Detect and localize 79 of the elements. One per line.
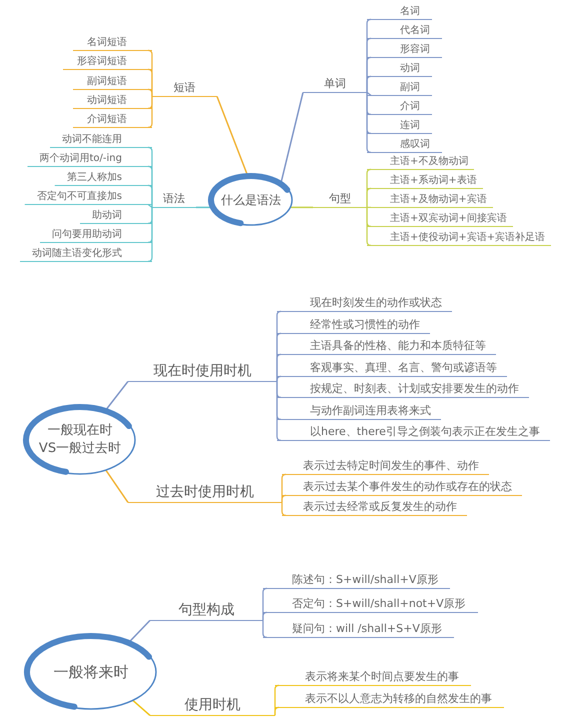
branch-label: 语法 [152, 192, 196, 208]
subtopic-label: 问句要用助动词 [40, 228, 152, 243]
subtopic-label: 动词随主语变化形式 [20, 247, 152, 262]
connector-line [280, 92, 304, 184]
subtopic-label: 否定句不可直接加s [24, 190, 152, 205]
branch-label: 现在时使用时机 [128, 362, 277, 382]
connector-line [290, 206, 313, 208]
subtopic-label: 主语+及物动词+宾语 [367, 193, 493, 208]
topic-ellipse [22, 403, 138, 477]
connector-line [366, 76, 372, 93]
branch-label: 句型构成 [150, 601, 263, 621]
connector-line [148, 206, 153, 262]
subtopic-label: 助动词 [80, 209, 152, 224]
connector-line [105, 470, 129, 503]
connector-line [262, 620, 268, 638]
subtopic-label: 主语具备的性格、能力和本质特征等 [277, 339, 496, 355]
subtopic-label: 形容词短语 [63, 55, 152, 70]
subtopic-label: 两个动词用to/-ing [28, 152, 152, 167]
subtopic-label: 表示过去特定时间发生的事件、动作 [282, 459, 489, 475]
subtopic-label: 第三人称加s [54, 171, 152, 186]
branch-label: 句型 [313, 192, 367, 208]
subtopic-label: 主语+使役动词+宾语+宾语补足语 [367, 231, 552, 246]
connector-line [366, 92, 372, 153]
subtopic-label: 否定句：S+will/shall+not+V原形 [263, 597, 478, 613]
connector-line [216, 96, 248, 176]
subtopic-label: 经常性或习惯性的动作 [277, 318, 430, 334]
subtopic-label: 副词短语 [73, 75, 152, 90]
branch-label: 过去时使用时机 [128, 483, 282, 503]
connector-line [262, 612, 268, 621]
subtopic-label: 客观事实、真理、名言、警句或谚语等 [277, 361, 507, 377]
subtopic-label: 主语+不及物动词 [367, 155, 474, 170]
connector-line [274, 706, 280, 716]
subtopic-label: 主语+双宾动词+间接宾语 [367, 212, 513, 227]
branch-label: 使用时机 [150, 696, 275, 716]
connector-line [148, 184, 153, 208]
connector-line [281, 494, 286, 503]
subtopic-label: 介词短语 [73, 113, 152, 128]
subtopic-label: 表示过去经常或反复发生的动作 [282, 500, 467, 516]
connector-line [276, 376, 282, 382]
connector-line [132, 700, 150, 716]
subtopic-label: 表示不以人意志为转移的自然发生的事 [275, 692, 504, 708]
connector-line [276, 380, 282, 441]
subtopic-label: 名词短语 [73, 36, 152, 51]
connector-line [366, 92, 372, 96]
subtopic-label: 表示过去某个事件发生的动作或存在的状态 [282, 480, 522, 496]
topic-ellipse [23, 632, 159, 712]
subtopic-label: 陈述句：S+will/shall+V原形 [263, 573, 450, 589]
connector-line [148, 96, 153, 128]
subtopic-label: 主语+系动词+表语 [367, 174, 483, 189]
topic-title: 一般现在时 VS一般过去时 [38, 422, 122, 458]
topic-title: 一般将来时 [54, 662, 128, 682]
subtopic-label: 连词 [367, 119, 432, 134]
subtopic-label: 形容词 [367, 43, 442, 58]
branch-label: 短语 [152, 81, 217, 97]
subtopic-label: 动词不能连用 [50, 133, 152, 148]
subtopic-label: 动词 [367, 62, 432, 77]
connector-line [366, 188, 372, 208]
subtopic-label: 代名词 [367, 24, 442, 39]
connector-line [366, 206, 372, 246]
subtopic-label: 感叹词 [367, 138, 442, 153]
subtopic-label: 表示将来某个时间点要发生的事 [275, 670, 471, 686]
subtopic-label: 与动作副词连用表将来式 [277, 404, 441, 420]
connector-line [105, 380, 129, 410]
connector-line [148, 204, 153, 208]
subtopic-label: 介词 [367, 100, 432, 115]
subtopic-label: 动词短语 [73, 94, 152, 109]
connector-line [128, 620, 151, 643]
subtopic-label: 疑问句：will /shall+S+V原形 [263, 622, 454, 638]
connector-line [281, 502, 286, 516]
subtopic-label: 以here、there引导之倒装句表示正在发生之事 [277, 425, 550, 441]
topic-ellipse [207, 172, 295, 228]
subtopic-label: 按规定、时刻表、计划或安排要发生的动作 [277, 382, 529, 398]
subtopic-label: 名词 [367, 5, 432, 20]
connector-line [148, 88, 153, 97]
subtopic-label: 副词 [367, 81, 432, 96]
subtopic-label: 现在时刻发生的动作或状态 [277, 296, 452, 312]
branch-label: 单词 [303, 77, 367, 93]
connector-line [196, 206, 212, 208]
topic-title: 什么是语法 [221, 192, 281, 208]
